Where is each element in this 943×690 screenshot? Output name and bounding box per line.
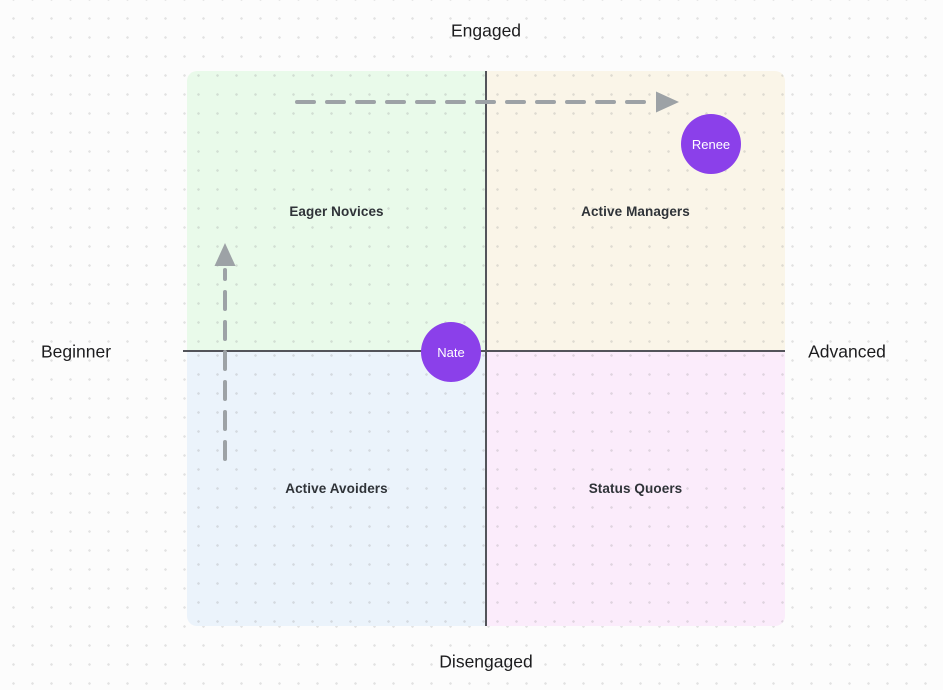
- quadrant-matrix: Eager Novices Active Managers Active Avo…: [187, 71, 785, 626]
- quadrant-eager-novices: Eager Novices: [187, 71, 486, 351]
- marker-renee[interactable]: Renee: [681, 114, 741, 174]
- quadrant-active-managers: Active Managers: [486, 71, 785, 351]
- quadrant-label: Active Avoiders: [285, 481, 388, 496]
- marker-label: Renee: [691, 136, 731, 152]
- axis-label-engaged: Engaged: [450, 20, 522, 41]
- quadrant-status-quoers: Status Quoers: [486, 351, 785, 626]
- axis-label-beginner: Beginner: [40, 341, 112, 362]
- marker-nate[interactable]: Nate: [421, 322, 481, 382]
- axis-label-disengaged: Disengaged: [439, 651, 533, 672]
- quadrant-label: Active Managers: [581, 203, 690, 219]
- quadrant-label: Eager Novices: [289, 203, 384, 219]
- horizontal-axis-line: [183, 350, 785, 352]
- quadrant-active-avoiders: Active Avoiders: [187, 351, 486, 626]
- axis-label-advanced: Advanced: [808, 341, 886, 362]
- vertical-axis-line: [485, 71, 487, 626]
- quadrant-label: Status Quoers: [588, 481, 683, 496]
- marker-label: Nate: [437, 344, 465, 360]
